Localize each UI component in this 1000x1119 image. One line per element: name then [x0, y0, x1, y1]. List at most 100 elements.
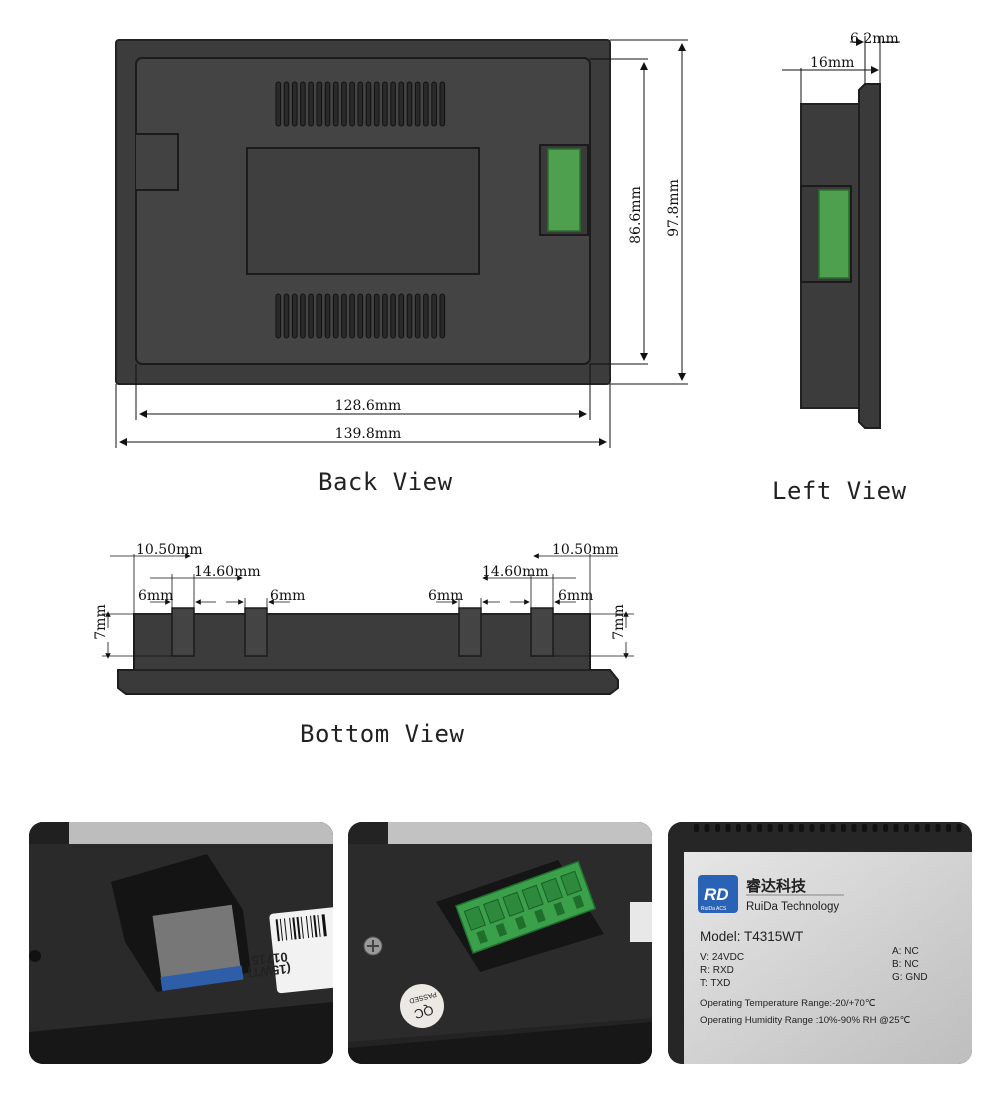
dim-left-w1: 6mm: [138, 588, 173, 604]
dim-left-w2: 6mm: [270, 588, 305, 604]
dim-right-gap: 14.60mm: [482, 564, 549, 580]
back-view-drawing: 86.6mm 97.8mm 128.6mm 139.8mm: [115, 39, 688, 448]
vent-slot: [925, 824, 930, 832]
brand-en: RuiDa Technology: [746, 901, 839, 913]
vent-slot: [725, 824, 731, 832]
barcode-bar: [283, 918, 288, 941]
barcode-bar: [310, 915, 314, 938]
vent-slot: [757, 824, 762, 832]
vent-slot: [390, 81, 396, 127]
vent-slot: [341, 81, 347, 127]
label-temperature: Operating Temperature Range:-20/+70℃: [700, 998, 876, 1009]
vent-slot: [291, 81, 298, 127]
vent-slot: [390, 293, 396, 339]
foot-2: [244, 607, 268, 657]
terminal-slot: [521, 884, 544, 910]
vent-slot: [736, 824, 741, 832]
barcode-bar: [321, 914, 327, 937]
vent-slot: [324, 293, 331, 339]
vent-slot: [809, 824, 815, 832]
barcode-bar: [317, 914, 321, 937]
terminal-slot: [502, 891, 525, 917]
dim-left-offset: 10.50mm: [136, 542, 203, 558]
vent-slot: [830, 824, 836, 832]
barcode-bar: [292, 917, 297, 940]
vent-slot: [423, 293, 429, 339]
vent-slot: [851, 824, 857, 832]
vent-slot: [349, 81, 355, 127]
vent-slot: [715, 824, 720, 832]
left-green-connector: [818, 189, 850, 279]
svg-text:RD: RD: [704, 885, 729, 904]
vent-slot: [357, 293, 364, 339]
vent-slot: [883, 824, 888, 832]
pin-b: B: NC: [892, 959, 919, 970]
vent-slot: [332, 81, 339, 127]
back-view-caption: Back View: [318, 468, 453, 496]
pin-v: V: 24VDC: [700, 952, 744, 963]
back-green-connector: [547, 148, 581, 232]
vent-slot: [283, 81, 290, 127]
foot-1: [171, 607, 195, 657]
vent-slot: [946, 824, 951, 832]
side-tab: [136, 133, 179, 191]
vent-slot: [316, 81, 323, 127]
vent-slot: [300, 293, 306, 339]
dim-left-h: 7mm: [93, 604, 109, 639]
vent-slot: [398, 81, 405, 127]
sticker-serial: 01715: [251, 949, 289, 968]
dim-right-h: 7mm: [611, 604, 627, 639]
vent-slot: [788, 824, 794, 832]
dim-right-offset: 10.50mm: [552, 542, 619, 558]
barcode-bar: [313, 915, 318, 938]
vent-slot: [406, 81, 413, 127]
svg-text:QC: QC: [413, 1002, 436, 1022]
label-humidity: Operating Humidity Range :10%-90% RH @25…: [700, 1015, 911, 1026]
terminal-screw-hole: [495, 922, 508, 937]
left-view-drawing: 6.2mm 16mm: [782, 31, 900, 429]
terminal-screw-hole: [476, 929, 488, 944]
vent-slot: [778, 824, 783, 832]
bottom-view-caption: Bottom View: [300, 720, 465, 748]
dim-right-w1: 6mm: [558, 588, 593, 604]
dim-width-outer: 139.8mm: [335, 426, 402, 442]
vent-slot: [300, 81, 306, 127]
vent-slot: [862, 824, 867, 832]
vent-slot: [872, 824, 878, 832]
vent-slot: [746, 824, 752, 832]
label-recess: [246, 147, 480, 275]
pin-t: T: TXD: [700, 978, 730, 989]
sd-card: [152, 904, 242, 986]
barcode-bar: [300, 916, 304, 939]
terminal-slot: [463, 905, 486, 931]
vent-slot: [324, 81, 331, 127]
vent-slot: [382, 81, 388, 127]
vent-slot: [935, 824, 941, 832]
vent-slot: [439, 81, 446, 127]
terminal-slot: [560, 870, 583, 896]
vent-slot: [406, 293, 413, 339]
vent-slot: [382, 293, 388, 339]
vent-slot: [365, 293, 372, 339]
foot-3: [458, 607, 482, 657]
vent-slot: [291, 293, 298, 339]
pin-r: R: RXD: [700, 965, 734, 976]
vent-slot: [357, 81, 364, 127]
brand-cn: 睿达科技: [746, 877, 807, 895]
barcode-bar: [289, 917, 293, 940]
vent-slot: [904, 824, 909, 832]
vent-slot: [341, 293, 347, 339]
vent-slot: [275, 293, 282, 339]
vent-slot: [414, 81, 421, 127]
vent-slot: [332, 293, 339, 339]
dim-left-gap: 14.60mm: [194, 564, 261, 580]
vent-slot: [365, 81, 372, 127]
bottom-vents: [275, 293, 446, 339]
serial-sticker: [269, 907, 333, 994]
terminal-screw-hole: [572, 894, 585, 909]
photo-terminal-block: QC PASSED: [348, 822, 652, 1064]
vent-slot: [956, 824, 962, 832]
dim-height-outer: 97.8mm: [666, 179, 682, 237]
svg-text:RuiDa ACS: RuiDa ACS: [701, 906, 727, 912]
ruida-logo: [698, 875, 738, 913]
